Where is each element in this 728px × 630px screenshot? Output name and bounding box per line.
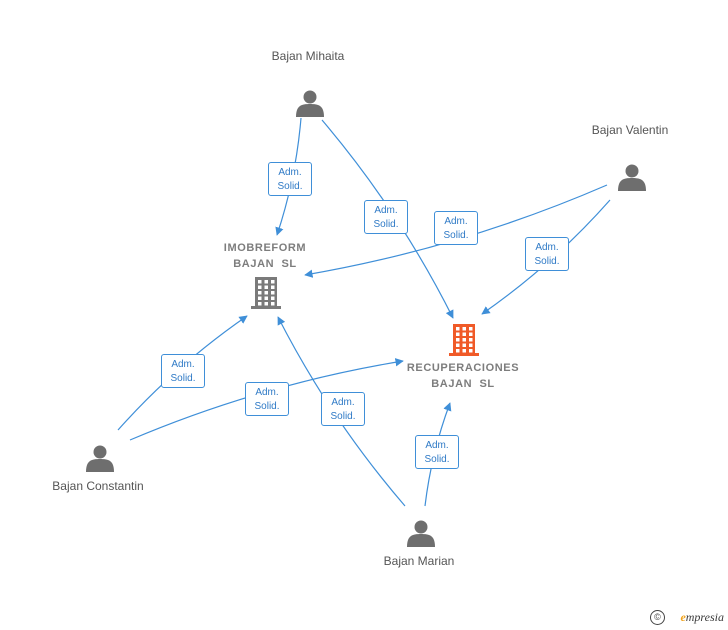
edge-label-valentin-recuperaciones[interactable]: Adm. Solid. <box>525 237 569 271</box>
person-icon-mihaita[interactable] <box>296 90 324 118</box>
person-label-mihaita: Bajan Mihaita <box>271 49 345 63</box>
empresia-logo: empresia <box>680 610 724 625</box>
company-label-recuperaciones: RECUPERACIONES BAJAN SL <box>406 362 520 390</box>
icons-layer <box>86 90 646 548</box>
edge-label-constantin-imobreform[interactable]: Adm. Solid. <box>161 354 205 388</box>
person-icon-constantin[interactable] <box>86 445 114 473</box>
person-icon-valentin[interactable] <box>618 164 646 192</box>
person-icon-marian[interactable] <box>407 520 435 548</box>
edges-layer <box>117 117 611 507</box>
company-label-imobreform: IMOBREFORM BAJAN SL <box>223 242 307 270</box>
edge-label-constantin-recuperaciones[interactable]: Adm. Solid. <box>245 382 289 416</box>
edge-label-marian-imobreform[interactable]: Adm. Solid. <box>321 392 365 426</box>
person-label-constantin: Bajan Constantin <box>52 479 144 493</box>
person-label-valentin: Bajan Valentin <box>591 123 669 137</box>
person-label-marian: Bajan Marian <box>383 554 455 568</box>
edge-label-valentin-imobreform[interactable]: Adm. Solid. <box>434 211 478 245</box>
building-icon-recuperaciones[interactable] <box>449 324 479 356</box>
edge-label-mihaita-recuperaciones[interactable]: Adm. Solid. <box>364 200 408 234</box>
empresia-logo-e: e <box>680 610 686 624</box>
edge-label-mihaita-imobreform[interactable]: Adm. Solid. <box>268 162 312 196</box>
building-icon-imobreform[interactable] <box>251 277 281 309</box>
copyright-icon: © <box>650 610 665 625</box>
empresia-logo-text: mpresia <box>685 610 724 624</box>
edge-label-marian-recuperaciones[interactable]: Adm. Solid. <box>415 435 459 469</box>
